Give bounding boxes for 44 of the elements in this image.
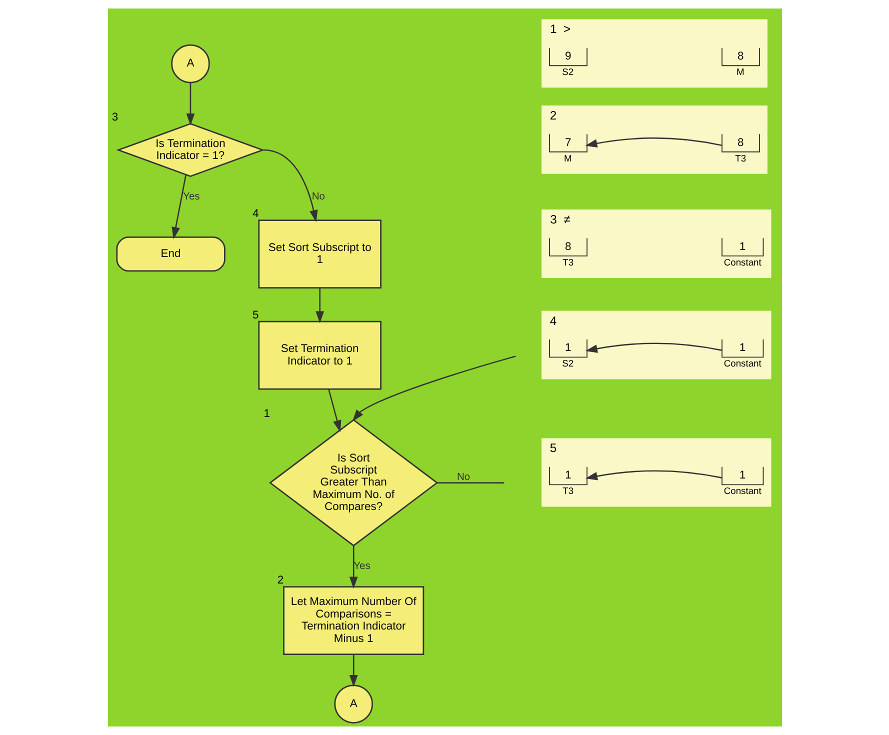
node-text: 1 Constant xyxy=(723,240,761,268)
cluster xyxy=(541,438,771,507)
arrow xyxy=(584,342,722,353)
node-diamond: Is Termination Indicator = 1? xyxy=(116,123,264,178)
node-circle: A xyxy=(334,684,373,724)
node-text: 8 M xyxy=(736,50,744,78)
edge-label: No xyxy=(456,472,470,483)
node-box: Set Termination Indicator to 1 xyxy=(258,320,381,390)
arrow xyxy=(263,149,318,222)
arrow xyxy=(584,470,722,480)
cluster xyxy=(541,106,767,174)
cluster xyxy=(541,310,771,380)
node-text: 8 T3 xyxy=(734,136,746,164)
node-text: 7 M xyxy=(564,136,572,164)
node-text: 1 T3 xyxy=(562,470,574,496)
node-label: 5 xyxy=(252,309,258,322)
node-label: 4 xyxy=(252,208,258,220)
arrow xyxy=(315,288,324,324)
node-text: 1 S2 xyxy=(562,342,574,369)
edge-label: No xyxy=(311,192,325,203)
edge-label: Yes xyxy=(182,192,200,203)
node-box: Let Maximum Number Of Comparisons = Termination Indicator Minus 1 xyxy=(282,586,424,656)
node-label: 5 xyxy=(549,441,556,456)
node-label: 3 xyxy=(111,112,118,124)
node-label: 2 xyxy=(549,108,556,122)
arrow xyxy=(348,546,358,589)
node-circle: A xyxy=(170,44,210,84)
connector xyxy=(436,482,504,484)
arrow xyxy=(348,654,358,688)
node-box: End xyxy=(116,236,225,272)
edge-label: Yes xyxy=(353,560,370,572)
node-text: 1 Constant xyxy=(723,342,761,369)
node-label: 2 xyxy=(276,574,284,587)
node-label: 4 xyxy=(549,314,556,328)
arrow xyxy=(352,356,516,422)
node-box: Set Sort Subscript to 1 xyxy=(258,220,381,289)
node-text: 8 T3 xyxy=(562,240,574,268)
arrow xyxy=(186,82,194,126)
arrow xyxy=(328,389,341,432)
arrow xyxy=(584,137,722,148)
arrow xyxy=(171,174,186,240)
node-label: 1 xyxy=(263,408,270,420)
node-text: 9 S2 xyxy=(562,50,574,78)
node-text: 1 Constant xyxy=(723,470,761,496)
